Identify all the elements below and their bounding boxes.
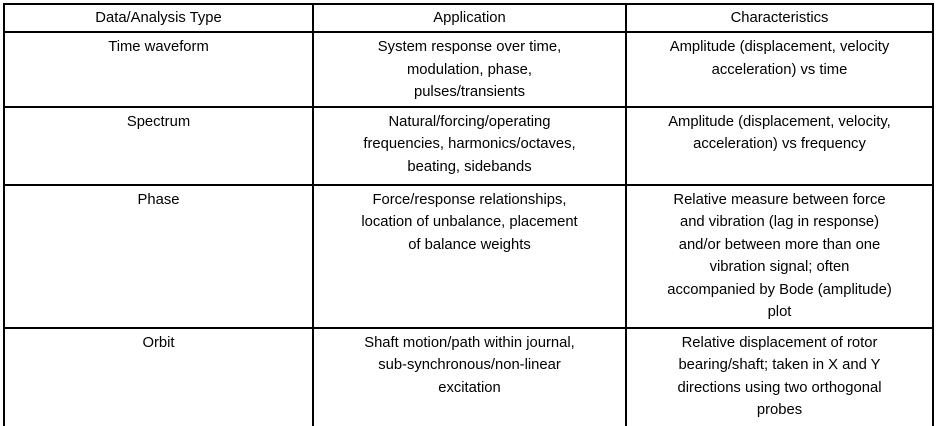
cell-text: Natural/forcing/operating frequencies, h…: [363, 113, 576, 175]
cell-type: Time waveform: [3, 31, 314, 108]
table-row: Orbit Shaft motion/path within journal, …: [3, 326, 934, 426]
cell-characteristics: Amplitude (displacement, velocity, accel…: [625, 105, 934, 186]
cell-text: Shaft motion/path within journal, sub-sy…: [364, 334, 575, 396]
column-header-label: Characteristics: [730, 10, 829, 26]
table-row: Time waveform System response over time,…: [3, 31, 934, 108]
cell-text: Spectrum: [126, 113, 191, 130]
cell-text: System response over time, modulation, p…: [377, 39, 562, 101]
column-header-label: Data/Analysis Type: [95, 10, 222, 26]
cell-application: Force/response relationships, location o…: [312, 183, 627, 329]
cell-text: Time waveform: [108, 39, 209, 56]
table-row: Phase Force/response relationships, loca…: [3, 183, 934, 329]
table-row: Spectrum Natural/forcing/operating frequ…: [3, 105, 934, 186]
cell-text: Amplitude (displacement, velocity accele…: [669, 39, 890, 78]
cell-characteristics: Relative displacement of rotor bearing/s…: [625, 326, 934, 426]
column-header-data-analysis-type: Data/Analysis Type: [3, 2, 314, 34]
cell-characteristics: Relative measure between force and vibra…: [625, 183, 934, 329]
cell-text: Relative measure between force and vibra…: [667, 191, 892, 321]
cell-application: Shaft motion/path within journal, sub-sy…: [312, 326, 627, 426]
cell-application: System response over time, modulation, p…: [312, 31, 627, 108]
cell-characteristics: Amplitude (displacement, velocity accele…: [625, 31, 934, 108]
cell-text: Amplitude (displacement, velocity, accel…: [668, 113, 891, 153]
cell-type: Spectrum: [3, 105, 314, 186]
column-header-characteristics: Characteristics: [625, 2, 934, 34]
cell-application: Natural/forcing/operating frequencies, h…: [312, 105, 627, 186]
cell-type: Phase: [3, 183, 314, 329]
cell-type: Orbit: [3, 326, 314, 426]
vibration-analysis-table: Data/Analysis Type Application Character…: [3, 2, 934, 426]
column-header-application: Application: [312, 2, 627, 34]
table-header-row: Data/Analysis Type Application Character…: [3, 2, 934, 34]
column-header-label: Application: [433, 10, 506, 26]
table-header: Data/Analysis Type Application Character…: [3, 2, 934, 34]
table-body: Time waveform System response over time,…: [3, 31, 934, 426]
cell-text: Relative displacement of rotor bearing/s…: [677, 334, 882, 419]
cell-text: Force/response relationships, location o…: [361, 191, 578, 253]
cell-text: Phase: [137, 191, 180, 208]
cell-text: Orbit: [142, 334, 175, 351]
